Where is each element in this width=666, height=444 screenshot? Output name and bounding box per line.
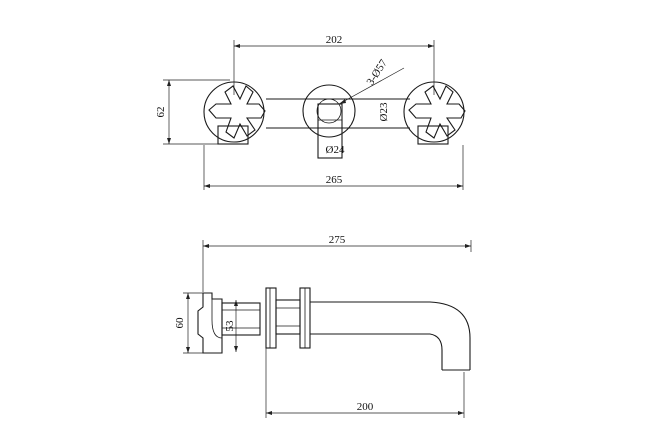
dim-label-275: 275 — [329, 234, 346, 246]
dim-label-265: 265 — [326, 174, 343, 186]
left-handle — [203, 81, 266, 145]
dim-label-62: 62 — [155, 107, 167, 118]
dim-label-200: 200 — [357, 401, 374, 413]
dimension-62: 62 — [155, 79, 230, 145]
dim-label-53: 53 — [224, 320, 236, 332]
dim-label-60: 60 — [174, 317, 186, 329]
dim-label-202: 202 — [326, 34, 343, 46]
spout-side — [310, 301, 471, 371]
handle-side — [197, 292, 261, 354]
dim-label-d23: Ø23 — [378, 102, 390, 121]
dimension-200: 200 — [265, 348, 465, 418]
dimension-202: 202 — [233, 34, 435, 95]
front-view: 202 62 265 — [155, 34, 466, 190]
dimension-265: 265 — [203, 145, 464, 190]
dimension-275: 275 — [202, 234, 472, 292]
dim-label-d24: Ø24 — [326, 144, 345, 156]
right-handle: Ø23 — [378, 81, 466, 145]
flange-side — [265, 287, 311, 349]
dimension-53: 53 — [224, 300, 238, 352]
side-view: 275 60 53 — [174, 234, 472, 418]
dim-label-holes: 3-Ø57 — [364, 57, 390, 88]
